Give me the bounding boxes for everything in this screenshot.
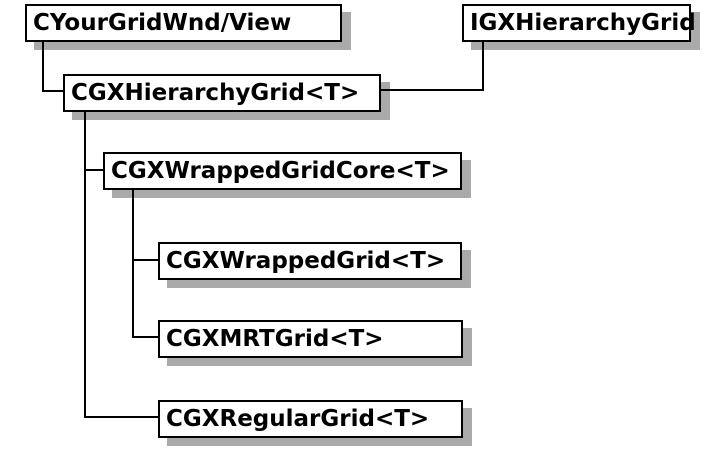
class-box-igxhierarchygrid: IGXHierarchyGrid	[462, 4, 696, 42]
connector-yourgridwnd-to-hierarchygrid-vertical	[42, 42, 44, 92]
connector-hierarchygrid-to-regulargrid-branch	[84, 416, 160, 418]
connector-hierarchygrid-trunk-vertical	[84, 112, 86, 418]
class-box-cgxwrappedgrid: CGXWrappedGrid<T>	[158, 242, 462, 280]
connector-yourgridwnd-to-hierarchygrid-horizontal	[42, 90, 65, 92]
class-box-cgxwrappedgridcore: CGXWrappedGridCore<T>	[103, 152, 462, 190]
class-box-cgxhierarchygrid: CGXHierarchyGrid<T>	[63, 74, 381, 112]
class-box-cgxregulargrid: CGXRegularGrid<T>	[158, 400, 463, 438]
connector-wrappedcore-to-mrtgrid-branch	[132, 336, 160, 338]
connector-hierarchygrid-to-wrappedcore-branch	[84, 169, 105, 171]
connector-igxhierarchy-to-hierarchygrid-vertical	[482, 42, 484, 91]
connector-igxhierarchy-to-hierarchygrid-horizontal	[381, 89, 484, 91]
connector-wrappedcore-to-wrappedgrid-branch	[132, 259, 160, 261]
class-box-cyourgridwnd-view: CYourGridWnd/View	[25, 4, 342, 42]
class-box-cgxmrtgrid: CGXMRTGrid<T>	[158, 320, 463, 358]
connector-wrappedcore-trunk-vertical	[132, 190, 134, 338]
